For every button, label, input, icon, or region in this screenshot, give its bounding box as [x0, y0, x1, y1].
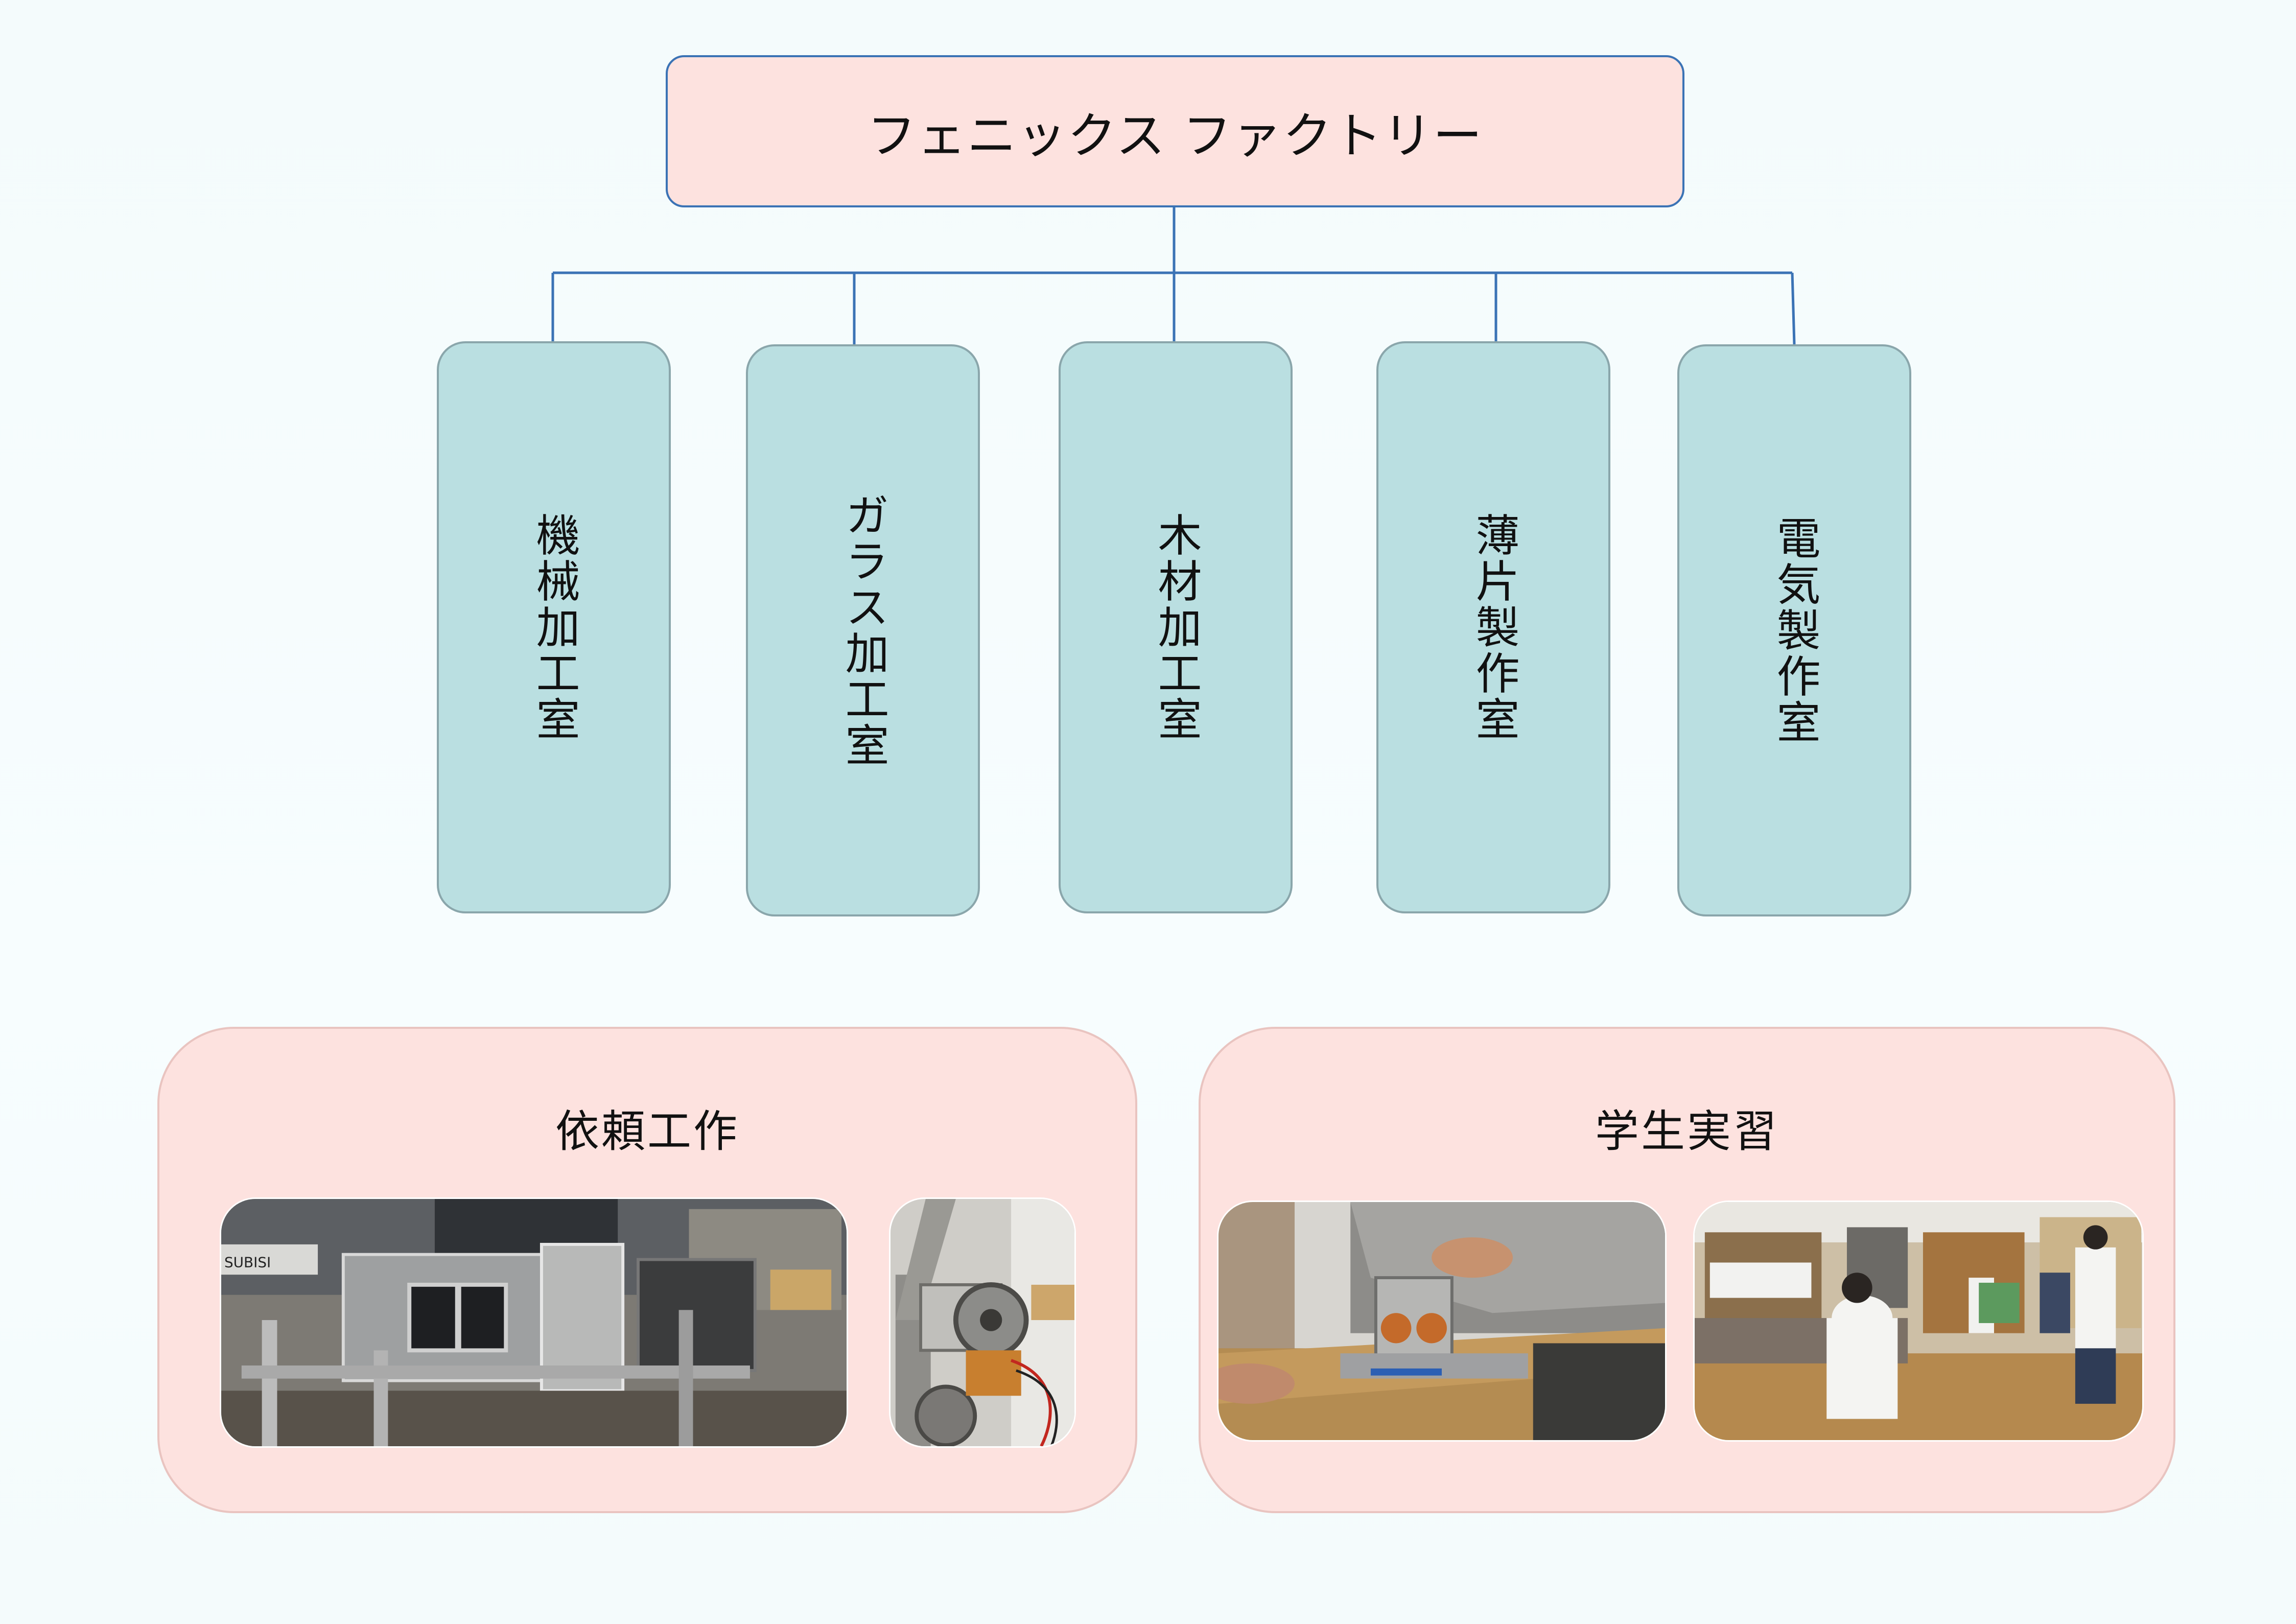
- room-label-glass: ガラス加工室: [837, 492, 888, 768]
- room-node-electrical: 電気製作室: [1677, 344, 1911, 916]
- root-node-phoenix-factory: フェニックス ファクトリー: [666, 55, 1684, 207]
- panel-title-student-practice: 学生実習: [1595, 1106, 1779, 1157]
- room-label-wood: 木材加工室: [1150, 512, 1201, 742]
- panel-title-request-work: 依頼工作: [555, 1106, 739, 1157]
- room-node-machining: 機械加工室: [437, 341, 671, 913]
- room-node-wood: 木材加工室: [1059, 341, 1293, 913]
- root-node-label: フェニックス ファクトリー: [867, 107, 1483, 164]
- photo-lab-students: [1693, 1201, 2144, 1442]
- photo-gear-mechanism: [889, 1197, 1076, 1448]
- photo-student-workbench: [1217, 1201, 1667, 1442]
- panel-request-work: 依頼工作 SUBISI: [157, 1027, 1137, 1513]
- svg-text:SUBISI: SUBISI: [224, 1254, 271, 1270]
- photo-machined-frame: SUBISI: [220, 1197, 848, 1448]
- room-node-thin-section: 薄片製作室: [1376, 341, 1610, 913]
- room-node-glass: ガラス加工室: [746, 344, 980, 916]
- panel-student-practice: 学生実習: [1199, 1027, 2175, 1513]
- room-label-electrical: 電気製作室: [1769, 515, 1820, 745]
- room-label-machining: 機械加工室: [528, 512, 579, 742]
- room-label-thin-section: 薄片製作室: [1468, 512, 1519, 742]
